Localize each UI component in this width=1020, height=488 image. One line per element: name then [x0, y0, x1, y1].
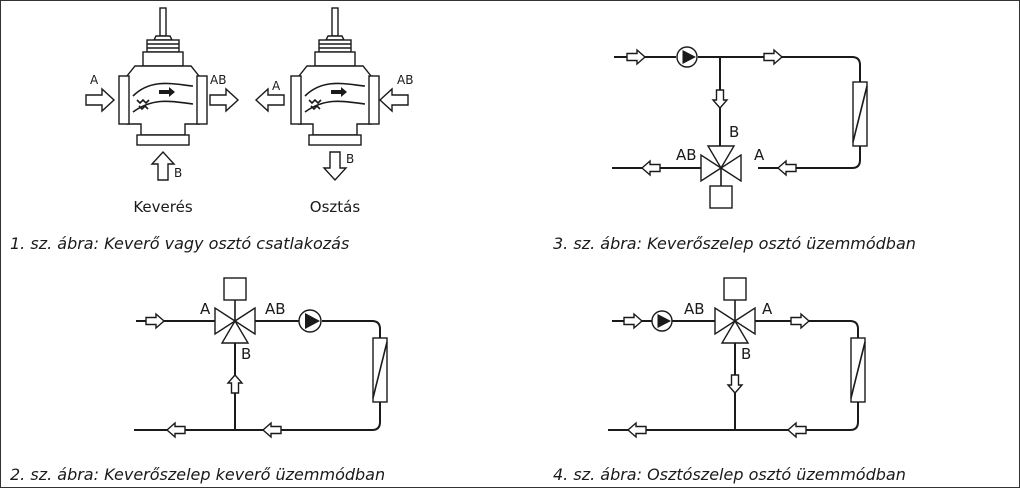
fig3-port-ab-label: AB: [676, 146, 697, 164]
figure-2-caption: 2. sz. ábra: Keverőszelep keverő üzemmód…: [10, 465, 385, 484]
fig2-actuator: [223, 277, 247, 301]
fig4-port-b-label: B: [741, 345, 751, 363]
mixing-valve-body: [118, 7, 208, 146]
fig1-right-port-b-label: B: [346, 152, 354, 166]
figure-3: AB A B 3. sz. ábra: Keverőszelep osztó ü…: [553, 46, 916, 253]
fig1-left-port-ab-label: AB: [210, 73, 226, 87]
fig1-left-port-a-label: A: [90, 73, 99, 87]
fig1-left-port-b-label: B: [174, 166, 182, 180]
fig1-right-port-a-label: A: [272, 79, 281, 93]
fig2-port-a-label: A: [200, 300, 211, 318]
mixing-label: Keverés: [133, 198, 192, 216]
fig2-port-ab-label: AB: [265, 300, 286, 318]
figure-1: A AB B Keverés A AB B Oszt: [10, 7, 413, 253]
fig4-port-ab-label: AB: [684, 300, 705, 318]
figure-4: AB A B 4. sz. ábra: Osztószelep osztó üz…: [553, 277, 906, 484]
fig2-port-b-label: B: [241, 345, 251, 363]
fig1-right-port-ab-label: AB: [397, 73, 413, 87]
diverting-label: Osztás: [310, 198, 361, 216]
figure-1-caption: 1. sz. ábra: Keverő vagy osztó csatlakoz…: [10, 234, 349, 253]
fig4-port-a-label: A: [762, 300, 773, 318]
fig3-port-a-label: A: [754, 146, 765, 164]
fig3-port-b-label: B: [729, 123, 739, 141]
fig4-actuator: [723, 277, 747, 301]
diverting-valve-body: [290, 7, 380, 146]
figure-3-caption: 3. sz. ábra: Keverőszelep osztó üzemmódb…: [553, 234, 916, 253]
fig3-actuator: [709, 185, 733, 209]
figure-4-caption: 4. sz. ábra: Osztószelep osztó üzemmódba…: [553, 465, 906, 484]
figure-2: A AB B 2. sz. ábra: Keverőszelep keverő …: [10, 277, 388, 484]
